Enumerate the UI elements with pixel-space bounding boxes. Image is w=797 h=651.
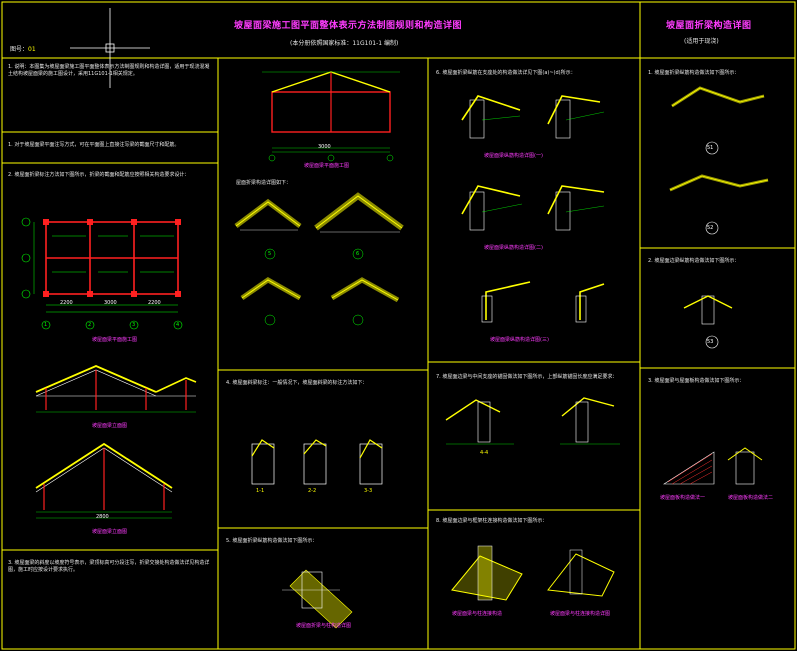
note-s2: 2. 坡屋面边梁纵筋构造做法如下图所示： [648,258,740,264]
side-title: 坡屋面折梁构造详图 [666,21,752,31]
note-r3: 8. 坡屋面边梁与框架柱连接构造做法如下图所示： [436,518,548,524]
main-title: 坡屋面梁施工图平面整体表示方法制图规则和构造详图 [234,21,463,31]
section-label: 4-4 [480,450,489,456]
dimension-label: 2200 [60,300,73,306]
axis-marker: 2 [88,322,92,328]
note-r1: 6. 坡屋面折梁纵筋在支座处的构造做法详见下图(a)~(d)所示： [436,70,576,76]
crosshair-cursor-icon [70,8,150,88]
dimension-label: 3000 [104,300,117,306]
note-1: 1. 说明：本图集为坡屋面梁施工图平面整体表示方法制图规则和构造详图，适用于现浇… [8,64,210,77]
note-m3: 5. 坡屋面折梁纵筋构造做法如下图所示： [226,538,318,544]
sheet-subtitle: (本分册依照国家标准：11G101-1 编制) [290,40,399,47]
section-label: 1-1 [256,488,265,494]
detail-marker: 6 [356,251,360,257]
detail-marker: 5 [268,251,272,257]
caption-column-1: 坡屋面梁与柱连接构造 [452,611,503,617]
drawing-number-label: 图号：01 [10,46,36,53]
note-m1: 屋面折梁构造详图如下： [236,180,292,186]
note-s1: 1. 坡屋面折梁纵筋构造做法如下图所示： [648,70,740,76]
caption-rebar-3: 坡屋面梁纵筋构造详图(三) [490,337,549,343]
frame-diagram [262,71,400,162]
dimension-label: 2800 [96,514,109,520]
longitudinal-rebar-details [461,95,605,323]
axis-marker: 3 [132,322,136,328]
caption-crossing: 坡屋面折梁与柱构造详图 [296,623,352,629]
beam-elevation-2 [35,442,173,519]
beam-elevation-1 [35,365,197,413]
note-s3: 3. 坡屋面梁与屋面板构造做法如下图所示： [648,378,745,384]
caption-column-2: 坡屋面梁与柱连接构造详图 [550,611,611,617]
caption-elev-2: 坡屋面梁立面图 [92,529,128,535]
caption-elev-1: 坡屋面梁立面图 [92,423,128,429]
side-fold-beam-details [669,86,769,349]
section-label: 2-2 [308,488,317,494]
detail-marker: 53 [707,339,714,345]
slope-beam-sections [251,439,383,485]
caption-plan: 坡屋面梁平面施工图 [92,337,138,343]
crossing-beam-detail [282,569,353,629]
caption-frame: 坡屋面梁平面施工图 [304,163,350,169]
note-4: 3. 坡屋面梁的斜度以坡度符号表示，梁顶标高可分段注写，折梁交接处构造做法详见构… [8,560,210,573]
caption-rebar-2: 坡屋面梁纵筋构造详图(二) [484,245,543,251]
roof-slab-details [662,447,763,485]
detail-marker: 52 [707,225,714,231]
note-m2: 4. 坡屋面斜梁标注：一般情况下，坡屋面斜梁的标注方法如下： [226,380,368,386]
ridge-detail-group [234,192,404,326]
beam-plan-diagram [21,217,183,330]
section-label: 3-3 [364,488,373,494]
caption-slab-2: 坡屋面板构造做法二 [728,495,774,501]
detail-marker: 51 [707,145,714,151]
caption-slab-1: 坡屋面板构造做法一 [660,495,706,501]
axis-marker: 4 [176,322,180,328]
axis-marker: 1 [44,322,48,328]
dimension-label: 2200 [148,300,161,306]
edge-beam-support-details [445,397,620,445]
note-r2: 7. 坡屋面边梁与中间支座的锚固做法如下图所示，上部纵筋锚固长度应满足要求： [436,374,618,380]
note-2: 1. 对于坡屋面梁平面注写方式，可在平面图上直接注写梁的截面尺寸和配筋。 [8,142,180,148]
edge-beam-column-details [451,545,615,601]
side-subtitle: (适用于现浇) [684,38,719,45]
note-3: 2. 坡屋面折梁标注方法如下图所示，折梁的截面和配筋应按照相关构造要求设计： [8,172,190,178]
dimension-label: 3000 [318,144,331,150]
caption-rebar-1: 坡屋面梁纵筋构造详图(一) [484,153,543,159]
